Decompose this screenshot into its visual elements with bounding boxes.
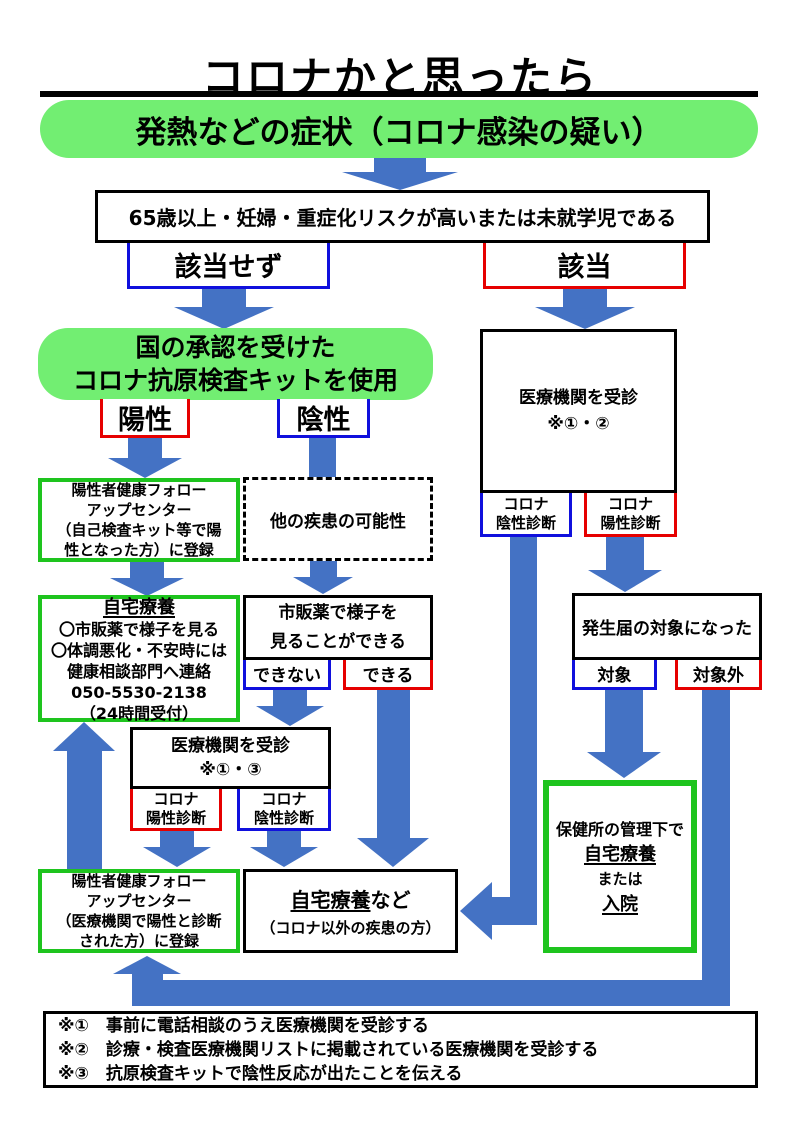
title-divider — [40, 91, 758, 97]
arrow-clinicright-positive-shaft — [606, 537, 644, 570]
arrow-followup-to-homecare-head — [110, 578, 184, 596]
arrow-applicable-head — [535, 307, 635, 329]
hokenjo-line1: 保健所の管理下で — [555, 819, 684, 839]
clinic-right-positive: コロナ 陽性診断 — [584, 493, 677, 537]
arrow-can-long-shaft — [377, 690, 410, 838]
arrow-notapplicable-shaft — [202, 289, 246, 307]
home-care-other-box: 自宅療養など （コロナ以外の疾患の方） — [243, 869, 458, 953]
otc-branch-cannot: できない — [243, 660, 331, 690]
home-care-other-line2: （コロナ以外の疾患の方） — [260, 919, 441, 937]
otc-question-box: 市販薬で様子を 見ることができる — [243, 595, 433, 660]
kit-result-negative: 陰性 — [277, 399, 370, 438]
arrow-target-shaft — [605, 690, 643, 752]
arrow-clinicright-positive-head — [588, 570, 662, 592]
arrow-symptom-to-risk-head — [342, 172, 458, 190]
arrow-symptom-to-risk-shaft — [374, 158, 426, 174]
arrow-followup-to-homecare-shaft — [130, 562, 164, 578]
hokenjo-line3: または — [597, 869, 643, 888]
connector-bottom-hbar — [132, 980, 730, 1006]
connector-clinicright-negative-hbar — [492, 897, 537, 925]
arrow-can-long-head — [357, 838, 429, 867]
arrow-cannot-head — [256, 706, 324, 726]
hokenjo-line4: 入院 — [602, 893, 638, 915]
connector-nottarget-vbar — [702, 690, 730, 1006]
home-care-title: 自宅療養 — [103, 597, 175, 618]
arrow-bottom-up-shaft — [132, 973, 163, 1006]
followup-center-self-box: 陽性者健康フォロー アップセンター （自己検査キット等で陽 性となった方）に登録 — [38, 478, 240, 562]
connector-clinicright-negative-vbar — [510, 537, 537, 925]
home-care-box: 自宅療養 〇市販薬で様子を見る 〇体調悪化・不安時には 健康相談部門へ連絡 05… — [38, 595, 240, 723]
arrow-applicable-shaft — [563, 289, 607, 307]
clinic-left-negative: コロナ 陰性診断 — [237, 789, 331, 831]
arrow-otherdisease-to-otc-head — [293, 577, 353, 594]
footnote-3: ※③ 抗原検査キットで陰性反応が出たことを伝える — [58, 1063, 463, 1084]
hokenjo-box: 保健所の管理下で 自宅療養 または 入院 — [543, 780, 697, 953]
footnotes-box: ※① 事前に電話相談のうえ医療機関を受診する ※② 診療・検査医療機関リストに掲… — [43, 1011, 758, 1088]
arrow-clinicleft-positive-head — [143, 847, 211, 867]
otc-branch-can: できる — [343, 660, 433, 690]
arrow-clinicright-negative-left-head — [460, 882, 492, 940]
arrow-positive-shaft — [128, 438, 162, 458]
arrow-clinicleft-negative-head — [250, 847, 318, 867]
clinic-left-box: 医療機関を受診 ※①・③ — [130, 727, 331, 789]
arrow-notapplicable-head — [174, 307, 274, 329]
branch-not-applicable: 該当せず — [127, 243, 330, 289]
home-care-other-line1: 自宅療養など — [291, 884, 411, 913]
arrow-otherdisease-to-otc-shaft — [310, 561, 337, 577]
home-care-other-suffix: など — [370, 888, 411, 912]
kit-banner: 国の承認を受けた コロナ抗原検査キットを使用 — [38, 328, 433, 400]
followup-center-clinic-box: 陽性者健康フォロー アップセンター （医療機関で陽性と診断 された方）に登録 — [38, 869, 240, 953]
arrow-up-to-homecare-shaft — [67, 751, 102, 869]
risk-question-box: 65歳以上・妊婦・重症化リスクが高いまたは未就学児である — [95, 190, 710, 243]
clinic-right-box: 医療機関を受診 ※①・② — [480, 329, 677, 493]
arrow-cannot-shaft — [273, 690, 307, 706]
connector-negative-bar — [309, 438, 336, 480]
notification-target: 対象 — [572, 660, 657, 690]
notification-not-target: 対象外 — [675, 660, 762, 690]
clinic-left-positive: コロナ 陽性診断 — [130, 789, 222, 831]
other-disease-box: 他の疾患の可能性 — [243, 477, 433, 561]
home-care-other-underlined: 自宅療養 — [290, 888, 371, 912]
clinic-right-negative: コロナ 陰性診断 — [480, 493, 572, 537]
footnote-2: ※② 診療・検査医療機関リストに掲載されている医療機関を受診する — [58, 1039, 599, 1060]
hokenjo-line2: 自宅療養 — [584, 843, 656, 865]
arrow-clinicleft-positive-shaft — [160, 831, 194, 847]
arrow-up-to-homecare-head — [53, 722, 115, 751]
arrow-clinicleft-negative-shaft — [267, 831, 301, 847]
arrow-bottom-up-head — [113, 956, 181, 974]
arrow-target-head — [587, 752, 661, 778]
kit-result-positive: 陽性 — [100, 399, 190, 438]
arrow-positive-head — [108, 458, 182, 478]
notification-box: 発生届の対象になった — [572, 593, 762, 660]
home-care-body: 〇市販薬で様子を見る 〇体調悪化・不安時には 健康相談部門へ連絡 050-553… — [50, 620, 227, 723]
symptom-banner: 発熱などの症状（コロナ感染の疑い） — [40, 100, 758, 158]
footnote-1: ※① 事前に電話相談のうえ医療機関を受診する — [58, 1015, 429, 1036]
branch-applicable: 該当 — [483, 243, 686, 289]
